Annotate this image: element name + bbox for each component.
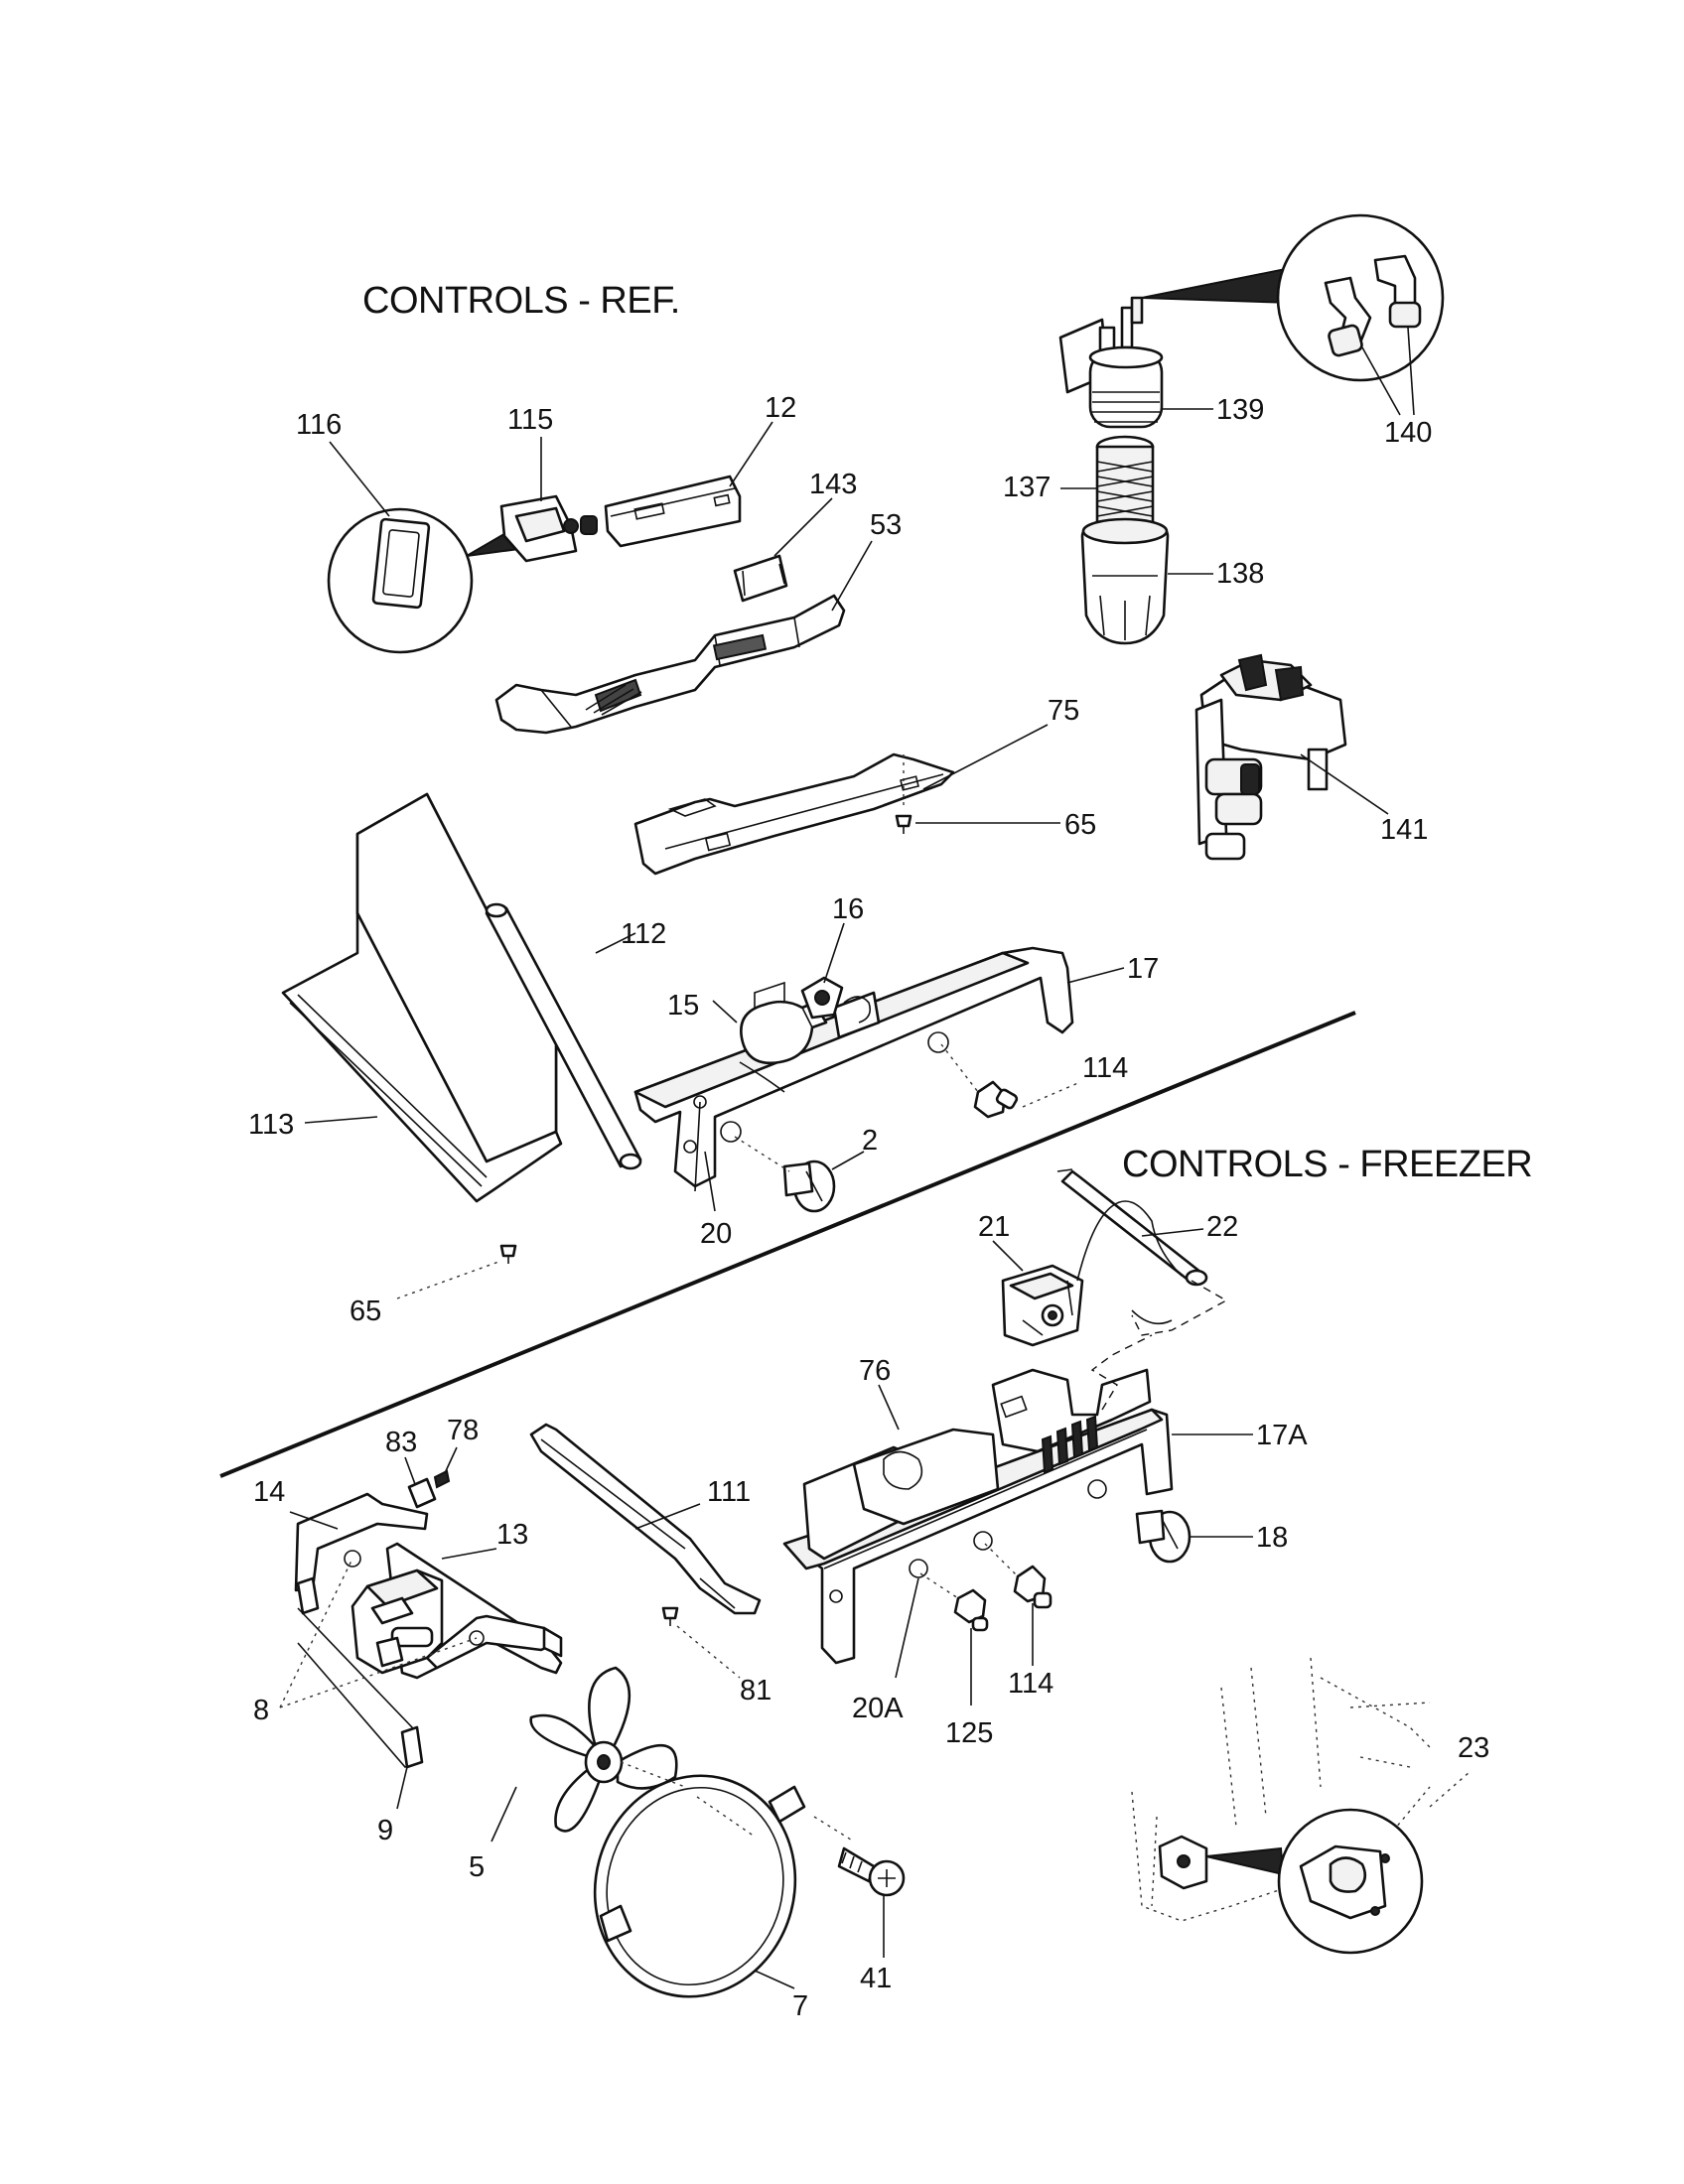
- part-17-panel: [633, 946, 1125, 1192]
- label-78: 78: [447, 1415, 479, 1446]
- part-2-knob: [734, 1136, 865, 1213]
- label-16: 16: [832, 893, 864, 925]
- label-13: 13: [496, 1519, 528, 1551]
- controls-freezer-title: CONTROLS - FREEZER: [1122, 1144, 1532, 1185]
- part-17A-panel: [782, 1334, 1253, 1665]
- part-65-screw-upper: [895, 814, 1060, 834]
- label-9: 9: [377, 1815, 393, 1846]
- label-76: 76: [859, 1355, 891, 1387]
- label-12: 12: [765, 392, 796, 424]
- part-125-knob: [919, 1572, 989, 1706]
- label-7: 7: [792, 1990, 808, 2022]
- part-23-switch: [1131, 1657, 1471, 1955]
- part-41-screw: [837, 1846, 906, 1958]
- leader-20: [704, 1151, 716, 1212]
- part-22-capillary: [1056, 1168, 1228, 1336]
- section-divider: [219, 1011, 1356, 1478]
- label-53: 53: [870, 509, 902, 541]
- label-2: 2: [862, 1125, 878, 1157]
- part-140-fittings: [1141, 213, 1445, 416]
- label-41: 41: [860, 1963, 892, 1994]
- label-8: 8: [253, 1695, 269, 1726]
- part-78-screw: [433, 1446, 458, 1489]
- label-20A: 20A: [852, 1693, 904, 1724]
- part-141-valve: [1194, 653, 1389, 861]
- bulb-wire: [739, 1061, 785, 1093]
- leader-116: [329, 441, 390, 517]
- label-116: 116: [296, 409, 342, 441]
- label-5: 5: [469, 1851, 485, 1883]
- label-75: 75: [1048, 695, 1079, 727]
- leader-20A: [895, 1577, 919, 1679]
- label-138: 138: [1216, 558, 1264, 590]
- part-65-screw-lower: [396, 1244, 517, 1299]
- label-140: 140: [1384, 417, 1432, 449]
- part-81-screw: [661, 1606, 741, 1679]
- label-113: 113: [248, 1109, 294, 1141]
- label-111: 111: [707, 1476, 751, 1508]
- label-23: 23: [1458, 1732, 1489, 1764]
- label-137: 137: [1003, 472, 1051, 503]
- part-53-housing: [494, 540, 873, 735]
- part-114-knob-lower: [984, 1543, 1052, 1666]
- label-17: 17: [1127, 953, 1159, 985]
- part-16-socket: [800, 922, 845, 1020]
- label-143: 143: [809, 469, 857, 500]
- leader-76: [878, 1384, 900, 1431]
- part-labels: 116 115 12 143 53 139 140 137 138 75 65 …: [248, 392, 1489, 2022]
- part-7-shroud: [593, 1774, 855, 1998]
- label-22: 22: [1206, 1211, 1238, 1243]
- label-114-lower: 114: [1008, 1668, 1053, 1700]
- part-83-clip: [404, 1456, 437, 1509]
- part-21-thermostat: [992, 1240, 1084, 1347]
- label-21: 21: [978, 1211, 1010, 1243]
- label-83: 83: [385, 1427, 417, 1458]
- label-141: 141: [1380, 814, 1428, 846]
- label-112: 112: [621, 918, 666, 950]
- label-20: 20: [700, 1218, 732, 1250]
- part-116-gasket: [327, 507, 528, 654]
- part-water-filter: [1058, 296, 1213, 645]
- part-111-strip: [529, 1423, 762, 1615]
- part-5-fan: [491, 1666, 686, 1843]
- part-13-motor: [351, 1548, 563, 1675]
- label-17A: 17A: [1256, 1420, 1308, 1451]
- leader-8b: [279, 1637, 478, 1708]
- label-81: 81: [740, 1675, 772, 1706]
- label-14: 14: [253, 1476, 285, 1508]
- part-18-knob: [1135, 1509, 1253, 1564]
- part-113-bracket: [281, 792, 563, 1203]
- label-115: 115: [507, 404, 553, 436]
- label-18: 18: [1256, 1522, 1288, 1554]
- label-65-lower: 65: [350, 1296, 381, 1327]
- part-143-clip: [733, 497, 833, 603]
- label-125: 125: [945, 1717, 993, 1749]
- part-115-switch: [499, 437, 598, 563]
- label-65-upper: 65: [1064, 809, 1096, 841]
- label-15: 15: [667, 990, 699, 1022]
- label-114-upper: 114: [1082, 1052, 1128, 1084]
- part-112-rod: [485, 902, 642, 1170]
- controls-ref-title: CONTROLS - REF.: [362, 280, 680, 322]
- part-12-shield: [604, 421, 773, 548]
- label-139: 139: [1216, 394, 1264, 426]
- leader-9: [396, 1766, 408, 1810]
- part-75-cover: [633, 724, 1049, 876]
- part-114-knob-upper: [940, 1043, 1081, 1119]
